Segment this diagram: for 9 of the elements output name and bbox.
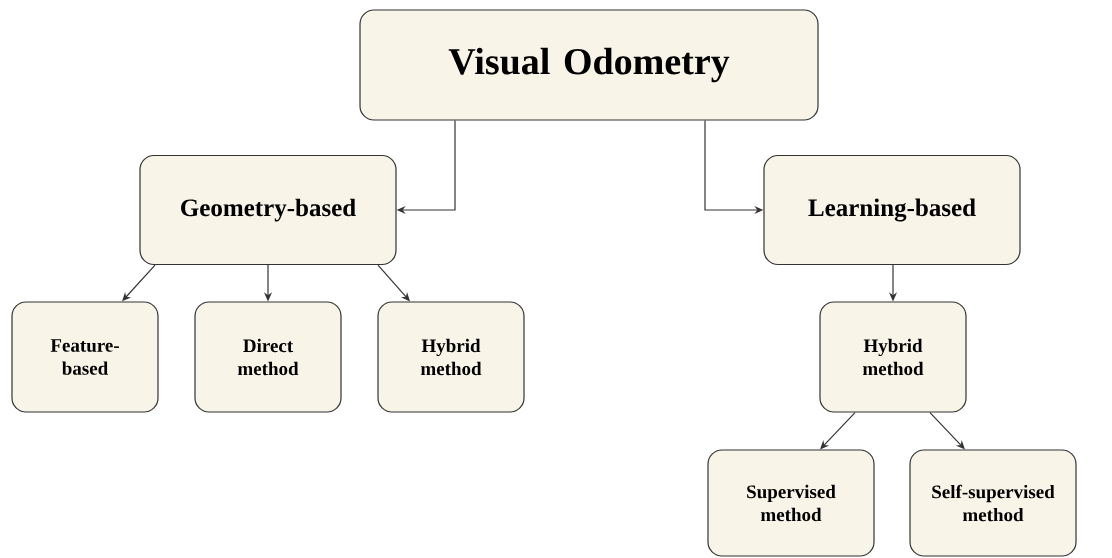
category-box: Feature-based [11,301,159,413]
category-box: Hybrid method [819,301,967,413]
category-box: Geometry-based [139,154,397,266]
title-box: Visual Odometry [359,9,819,121]
category-box: Hybrid method [377,301,525,413]
category-box: Direct method [194,301,342,413]
category-box: Self-supervised method [909,449,1077,557]
category-box: Supervised method [707,449,875,557]
category-box: Learning-based [763,154,1021,266]
